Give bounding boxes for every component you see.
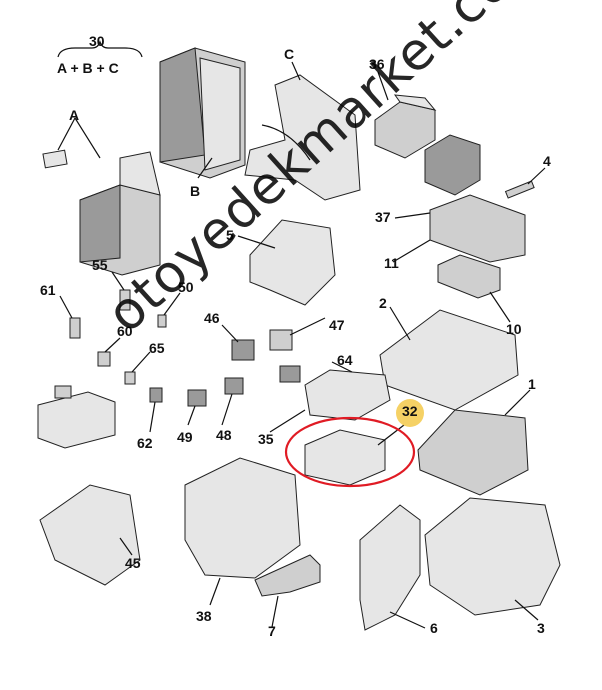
label-60: 60 (117, 323, 133, 339)
bracket-5 (237, 219, 336, 306)
highlight-badge (396, 399, 424, 427)
relay-36 (374, 71, 437, 159)
relays-46-47 (187, 317, 326, 426)
bracket-6 (359, 504, 426, 631)
bracket-c (244, 61, 361, 201)
label-3: 3 (537, 620, 545, 636)
label-7: 7 (268, 623, 276, 639)
label-4: 4 (543, 153, 551, 169)
label-10: 10 (506, 321, 522, 337)
label-37: 37 (375, 209, 391, 225)
label-2: 2 (379, 295, 387, 311)
tray-3 (424, 497, 561, 621)
cover-2 (379, 306, 519, 411)
fusebox-1 (417, 389, 531, 496)
label-50: 50 (178, 279, 194, 295)
label-48: 48 (216, 427, 232, 443)
label-55: 55 (92, 257, 108, 273)
label-65: 65 (149, 340, 165, 356)
label-62: 62 (137, 435, 153, 451)
bracket-7 (254, 554, 321, 628)
label-6: 6 (430, 620, 438, 636)
small-fuses (59, 271, 181, 433)
label-30: 30 (89, 33, 105, 49)
highlight-ring (284, 416, 416, 488)
label-11: 11 (384, 255, 399, 271)
header-brace (57, 40, 143, 58)
label-32: 32 (402, 403, 418, 419)
fuse-block (37, 385, 116, 449)
label-c: C (284, 46, 295, 62)
label-5: 5 (226, 227, 234, 243)
tray-38 (184, 457, 301, 606)
label-b: B (190, 183, 201, 199)
label-49: 49 (177, 429, 193, 445)
label-61: 61 (40, 282, 56, 298)
label-64: 64 (337, 352, 353, 368)
label-a: A (69, 107, 80, 123)
label-36: 36 (369, 56, 385, 72)
label-35: 35 (258, 431, 274, 447)
label-45: 45 (125, 555, 141, 571)
fuse-4 (504, 167, 546, 199)
fusebox-a (42, 117, 161, 276)
label-47: 47 (329, 317, 345, 333)
label-46: 46 (204, 310, 220, 326)
relay-10 (437, 254, 511, 323)
bracket-45 (39, 484, 141, 586)
label-1: 1 (528, 376, 536, 392)
relay-37 (392, 134, 526, 263)
fusebox-b (159, 47, 246, 179)
cover-64 (269, 361, 391, 433)
tray-32 (304, 424, 405, 486)
formula-a-b-c: A + B + C (57, 60, 119, 76)
label-38: 38 (196, 608, 212, 624)
